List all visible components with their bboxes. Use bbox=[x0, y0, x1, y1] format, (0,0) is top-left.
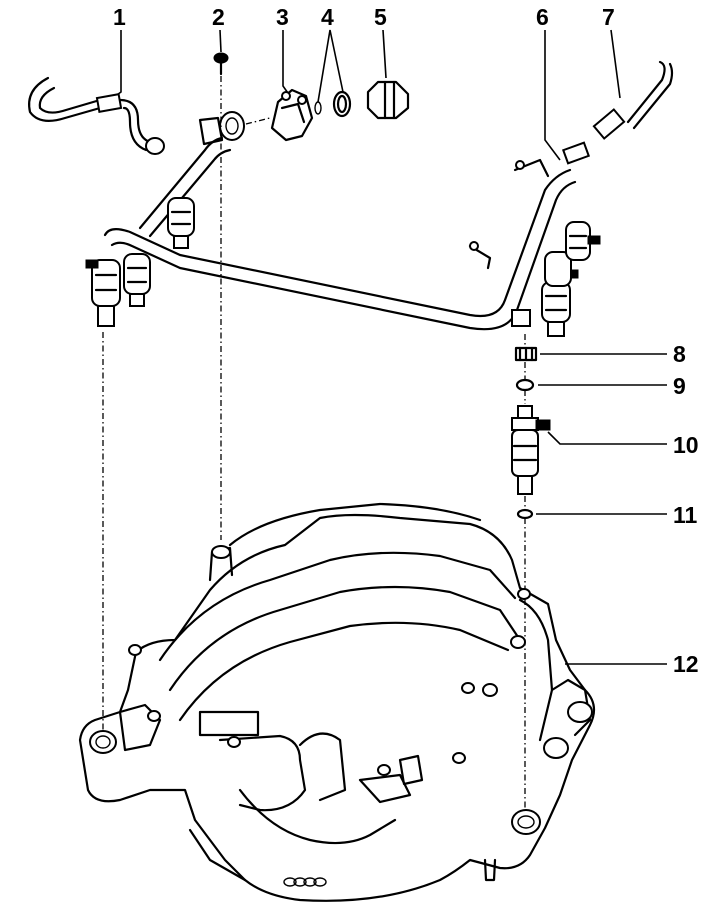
callout-8: 8 bbox=[673, 341, 686, 367]
fuel-rail bbox=[103, 136, 591, 331]
fuel-hose-left bbox=[28, 76, 165, 155]
injector-left-rear bbox=[167, 197, 195, 249]
callout-2: 2 bbox=[212, 4, 225, 30]
intake-manifold bbox=[78, 502, 596, 902]
leader-lines bbox=[109, 29, 667, 665]
leader-6 bbox=[544, 30, 561, 161]
callout-1: 1 bbox=[113, 4, 126, 30]
leader-1 bbox=[109, 30, 122, 101]
bolt-2 bbox=[213, 52, 229, 76]
fuel-hose-right bbox=[592, 60, 674, 140]
injector-left-front bbox=[85, 259, 121, 327]
callout-3: 3 bbox=[276, 4, 289, 30]
leader-3 bbox=[282, 30, 291, 97]
leader-4 bbox=[317, 29, 344, 103]
exploded-injector-stack bbox=[511, 346, 551, 520]
leader-2 bbox=[219, 29, 222, 53]
clip-8 bbox=[514, 346, 538, 362]
injector-10 bbox=[511, 405, 551, 495]
four-rings-logo bbox=[283, 877, 327, 887]
o-ring-11 bbox=[516, 508, 534, 520]
injector-right-rear bbox=[565, 221, 601, 261]
callout-12: 12 bbox=[673, 651, 699, 677]
callout-4: 4 bbox=[321, 4, 334, 30]
callout-10: 10 bbox=[673, 432, 699, 458]
injector-right-mid bbox=[511, 251, 572, 327]
injector-left-mid bbox=[123, 253, 151, 307]
callout-11: 11 bbox=[673, 502, 698, 528]
leader-10 bbox=[547, 431, 667, 445]
callout-5: 5 bbox=[374, 4, 387, 30]
callout-6: 6 bbox=[536, 4, 549, 30]
pressure-regulator-group bbox=[198, 80, 410, 146]
leader-5 bbox=[382, 29, 387, 79]
o-ring-9 bbox=[515, 378, 535, 392]
callout-7: 7 bbox=[602, 4, 615, 30]
alignment-lines bbox=[102, 76, 526, 830]
rail-injectors bbox=[85, 197, 601, 337]
callout-9: 9 bbox=[673, 373, 686, 399]
leader-7 bbox=[610, 29, 621, 99]
callout-labels: 1 2 3 4 5 6 7 8 9 10 11 12 bbox=[113, 4, 699, 677]
